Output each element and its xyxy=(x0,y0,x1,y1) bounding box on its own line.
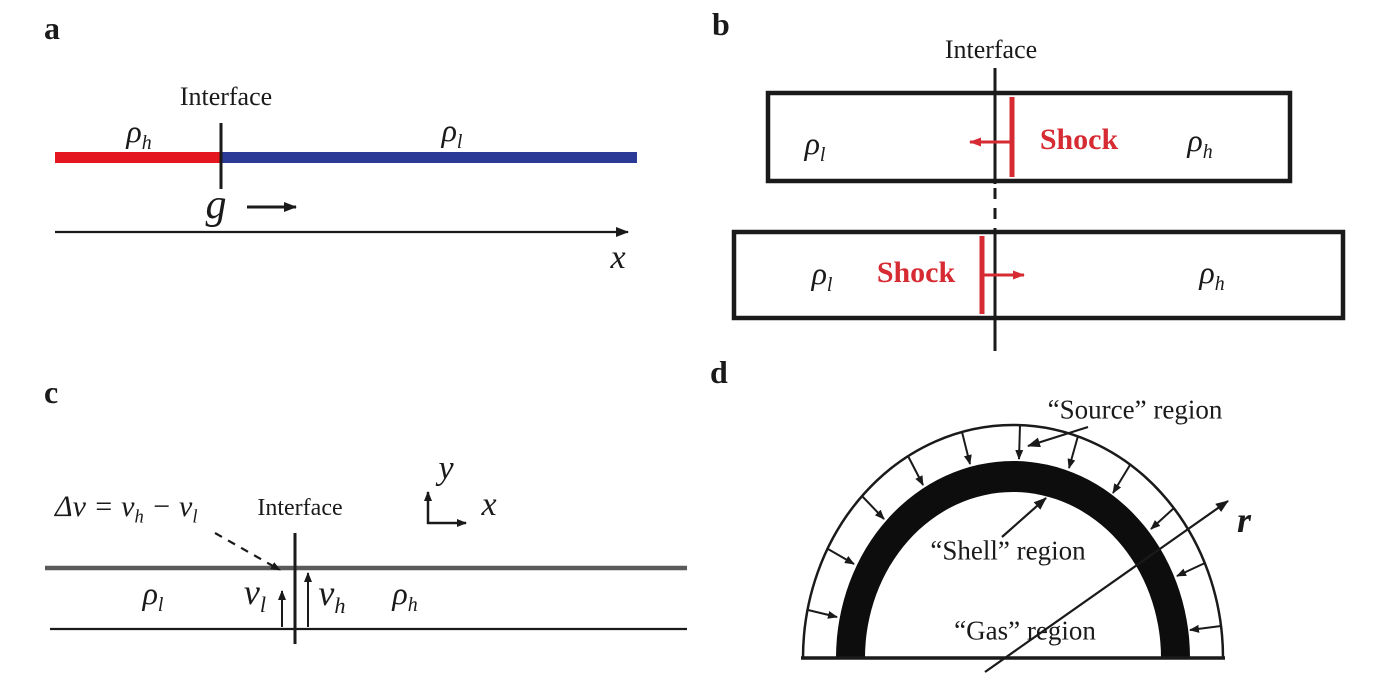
panel-a-shapes xyxy=(55,123,637,237)
rho-l-label-c: ρl xyxy=(142,575,164,616)
source-region-label: “Source” region xyxy=(1047,394,1223,425)
x-axis-label-c: x xyxy=(481,486,497,523)
interface-label-a: Interface xyxy=(179,82,273,111)
interface-label-c: Interface xyxy=(257,495,343,521)
shell-annulus xyxy=(836,461,1190,658)
panel-d-label: d xyxy=(710,354,728,390)
rho-h-label-b-bottom: ρh xyxy=(1199,254,1225,295)
top-tube-rect xyxy=(765,90,1293,184)
panel-b-shapes xyxy=(731,68,1346,351)
bottom-tube-rect xyxy=(731,229,1346,321)
panel-a-label: a xyxy=(44,10,60,46)
x-axis-label-a: x xyxy=(610,239,626,276)
gas-region-label: “Gas” region xyxy=(954,615,1096,646)
outer-source-arc xyxy=(801,423,1225,659)
interface-label-b: Interface xyxy=(944,35,1038,64)
delta-v-equation: Δv = vh − vl xyxy=(55,490,198,528)
shell-region-label: “Shell” region xyxy=(930,535,1086,566)
shock-label-top: Shock xyxy=(1039,123,1119,156)
rho-l-label-a: ρl xyxy=(441,112,463,153)
source-region-pointer-arrow xyxy=(1027,425,1089,448)
panel-b-label: b xyxy=(712,6,730,42)
shock-label-bottom: Shock xyxy=(876,256,956,289)
panel-d-shapes xyxy=(801,423,1229,673)
inward-pressure-arrows xyxy=(807,424,1222,633)
v-l-label: vl xyxy=(243,572,267,617)
shell-region-pointer-arrow xyxy=(1001,497,1047,538)
heavy-fluid-bar xyxy=(55,152,222,163)
y-axis-label-c: y xyxy=(438,450,454,487)
delta-v-pointer-arrow xyxy=(214,532,281,571)
radius-arrow xyxy=(984,500,1229,673)
radius-label: r xyxy=(1236,500,1252,540)
v-h-label: vh xyxy=(318,573,346,618)
rho-l-label-b-bottom: ρl xyxy=(811,255,833,296)
rho-h-label-a: ρh xyxy=(126,113,152,154)
rho-h-label-c: ρh xyxy=(392,575,418,616)
rho-l-label-b-top: ρl xyxy=(804,125,826,166)
panel-c-shapes xyxy=(45,491,687,644)
light-fluid-bar xyxy=(222,152,637,163)
gravity-label: g xyxy=(205,182,227,228)
panel-c-label: c xyxy=(44,374,59,410)
rho-h-label-b-top: ρh xyxy=(1187,122,1213,163)
